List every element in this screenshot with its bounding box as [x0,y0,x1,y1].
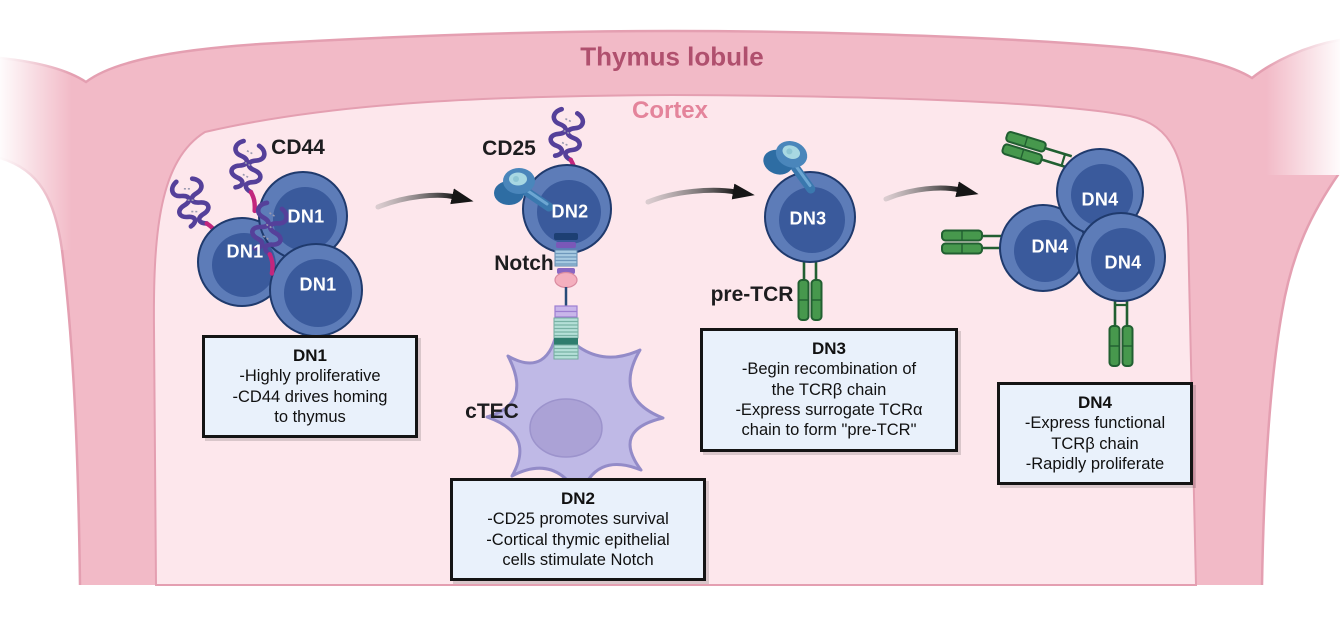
dn1-cell-label: DN1 [287,206,325,227]
dn2-cell-label: DN2 [551,201,589,222]
dn3-stage-box: DN3 -Begin recombination of the TCRβ cha… [700,328,958,452]
capsule-right-edge [1260,171,1340,586]
stage-box-line: -CD25 promotes survival [487,510,669,529]
dn4-cell-label: DN4 [1031,236,1069,257]
stage-box-line: -Express surrogate TCRα [735,400,923,419]
notch-receptor-chain-icon [553,233,579,360]
arrow-dn2-to-dn3-icon [645,183,755,205]
stage-box-line: -Express functional [1024,414,1166,433]
stage-box-line: the TCRβ chain [771,380,887,399]
stage-box-line: to thymus [274,407,346,426]
ctec-label: cTEC [465,400,519,423]
stage-box-line: -Cortical thymic epithelial [486,530,670,549]
page-title: Thymus lobule [580,41,764,72]
dn1-cell-label: DN1 [299,274,337,295]
stage-box-line: -Highly proliferative [239,367,381,386]
dn4-cell-label: DN4 [1081,189,1119,210]
dn2-stage-box: DN2 -CD25 promotes survival -Cortical th… [450,478,706,582]
stage-box-line: chain to form "pre-TCR" [741,421,917,440]
notch-label: Notch [494,252,554,275]
cd25-label: CD25 [482,137,536,160]
arrow-dn3-to-dn4-icon [883,181,979,202]
cd44-label: CD44 [271,136,325,159]
dn3-cell-label: DN3 [789,208,827,229]
stage-box-line: TCRβ chain [1051,434,1139,453]
stage-box-line: -CD44 drives homing [232,387,388,406]
stage-box-title: DN1 [292,346,327,365]
dn4-cell-bottom [1076,212,1166,302]
stage-box-title: DN4 [1077,393,1112,412]
stage-box-line: -Begin recombination of [741,360,917,379]
stage-box-line: -Rapidly proliferate [1025,454,1165,473]
stage-box-title: DN3 [811,339,846,358]
arrow-dn1-to-dn2-icon [375,188,474,210]
dn4-cell-label: DN4 [1104,252,1142,273]
left-fade [0,30,72,250]
pre-tcr-label: pre-TCR [710,283,794,306]
stage-box-title: DN2 [560,489,595,508]
right-fade [1266,15,1340,175]
dn3-cell [764,171,856,263]
cortex-label: Cortex [631,97,709,124]
stage-box-line: cells stimulate Notch [502,550,654,569]
dn1-cell-label: DN1 [226,241,264,262]
cortex-region-shape [152,93,1198,586]
dn1-cell-bottom [269,243,363,337]
capsule-top-edge [0,29,1340,84]
dn1-stage-box: DN1 -Highly proliferative -CD44 drives h… [202,335,418,439]
dn4-stage-box: DN4 -Express functional TCRβ chain -Rapi… [997,382,1193,486]
dn4-cell-left [999,204,1087,292]
